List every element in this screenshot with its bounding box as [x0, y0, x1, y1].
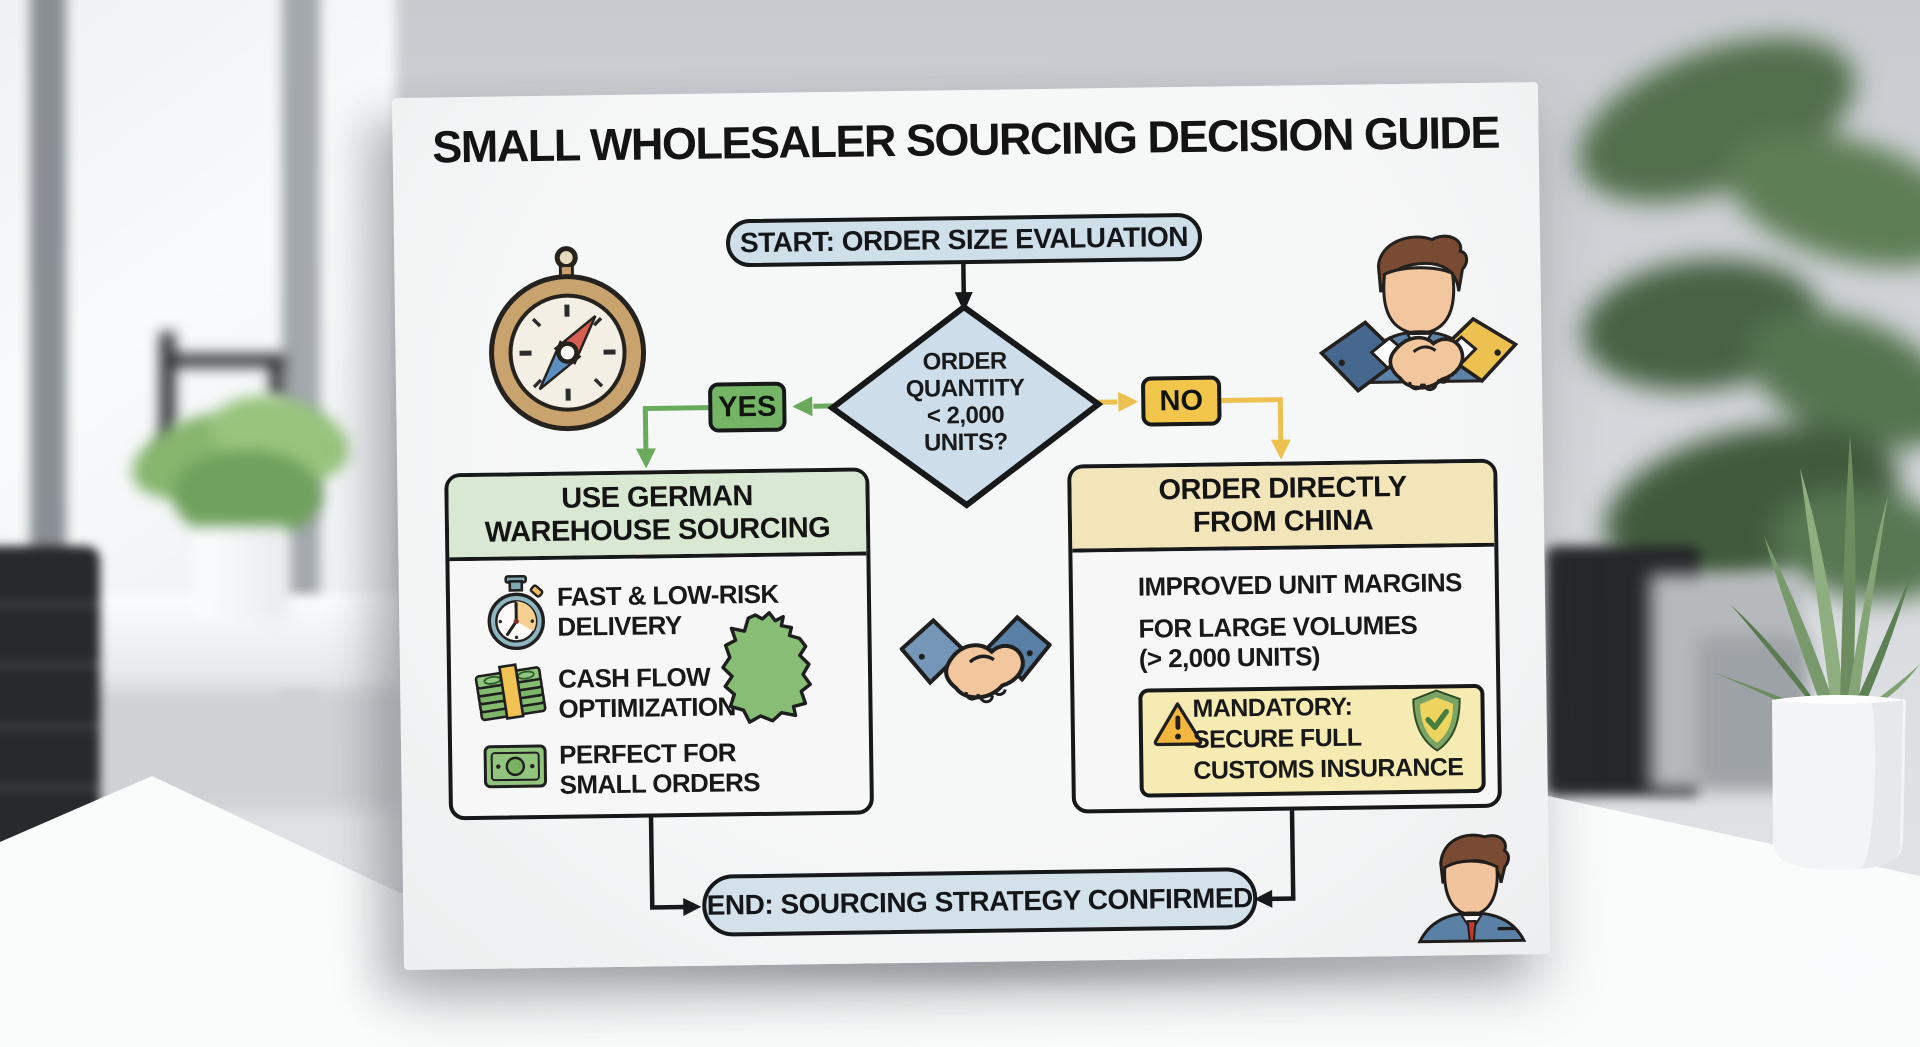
flow-start-node: START: ORDER SIZE EVALUATION	[725, 212, 1203, 268]
warning-icon	[1153, 702, 1203, 747]
green-arrows	[635, 396, 836, 469]
stopwatch-icon	[487, 574, 545, 651]
office-chair-left	[0, 546, 100, 854]
compass-icon	[489, 246, 647, 432]
yes-branch-label: YES	[707, 381, 787, 433]
agave-plant	[1712, 434, 1920, 870]
german-warehouse-box-header: USE GERMAN WAREHOUSE SOURCING	[448, 471, 867, 562]
left-item-3-label: PERFECT FOR SMALL ORDERS	[558, 737, 761, 800]
businessman-handshake-icon	[1318, 234, 1519, 393]
sparkle-icon	[1802, 920, 1890, 1008]
shield-check-icon	[1412, 689, 1461, 752]
banknote-icon	[483, 744, 548, 789]
cash-stack-icon	[474, 663, 547, 722]
right-item-1-label: IMPROVED UNIT MARGINS	[1137, 567, 1463, 602]
germany-map-icon	[721, 611, 812, 724]
businessman-icon	[1417, 833, 1527, 944]
left-item-2-label: CASH FLOW OPTIMIZATION	[557, 661, 736, 724]
right-item-2-label: FOR LARGE VOLUMES (> 2,000 UNITS)	[1138, 609, 1418, 674]
yellow-arrows	[1095, 391, 1291, 460]
mandatory-insurance-label: MANDATORY: SECURE FULL CUSTOMS INSURANCE	[1192, 692, 1464, 785]
order-from-china-box-header: ORDER DIRECTLY FROM CHINA	[1071, 462, 1495, 553]
no-branch-label: NO	[1140, 375, 1222, 427]
handshake-icon	[899, 614, 1053, 704]
potted-plant-left	[121, 382, 362, 634]
decision-label: ORDER QUANTITY < 2,000 UNITS?	[905, 347, 1025, 457]
sourcing-decision-poster: SMALL WHOLESALER SOURCING DECISION GUIDE…	[391, 82, 1551, 970]
flow-end-node: END: SOURCING STRATEGY CONFIRMED	[701, 867, 1258, 937]
decision-diamond	[827, 303, 1104, 509]
